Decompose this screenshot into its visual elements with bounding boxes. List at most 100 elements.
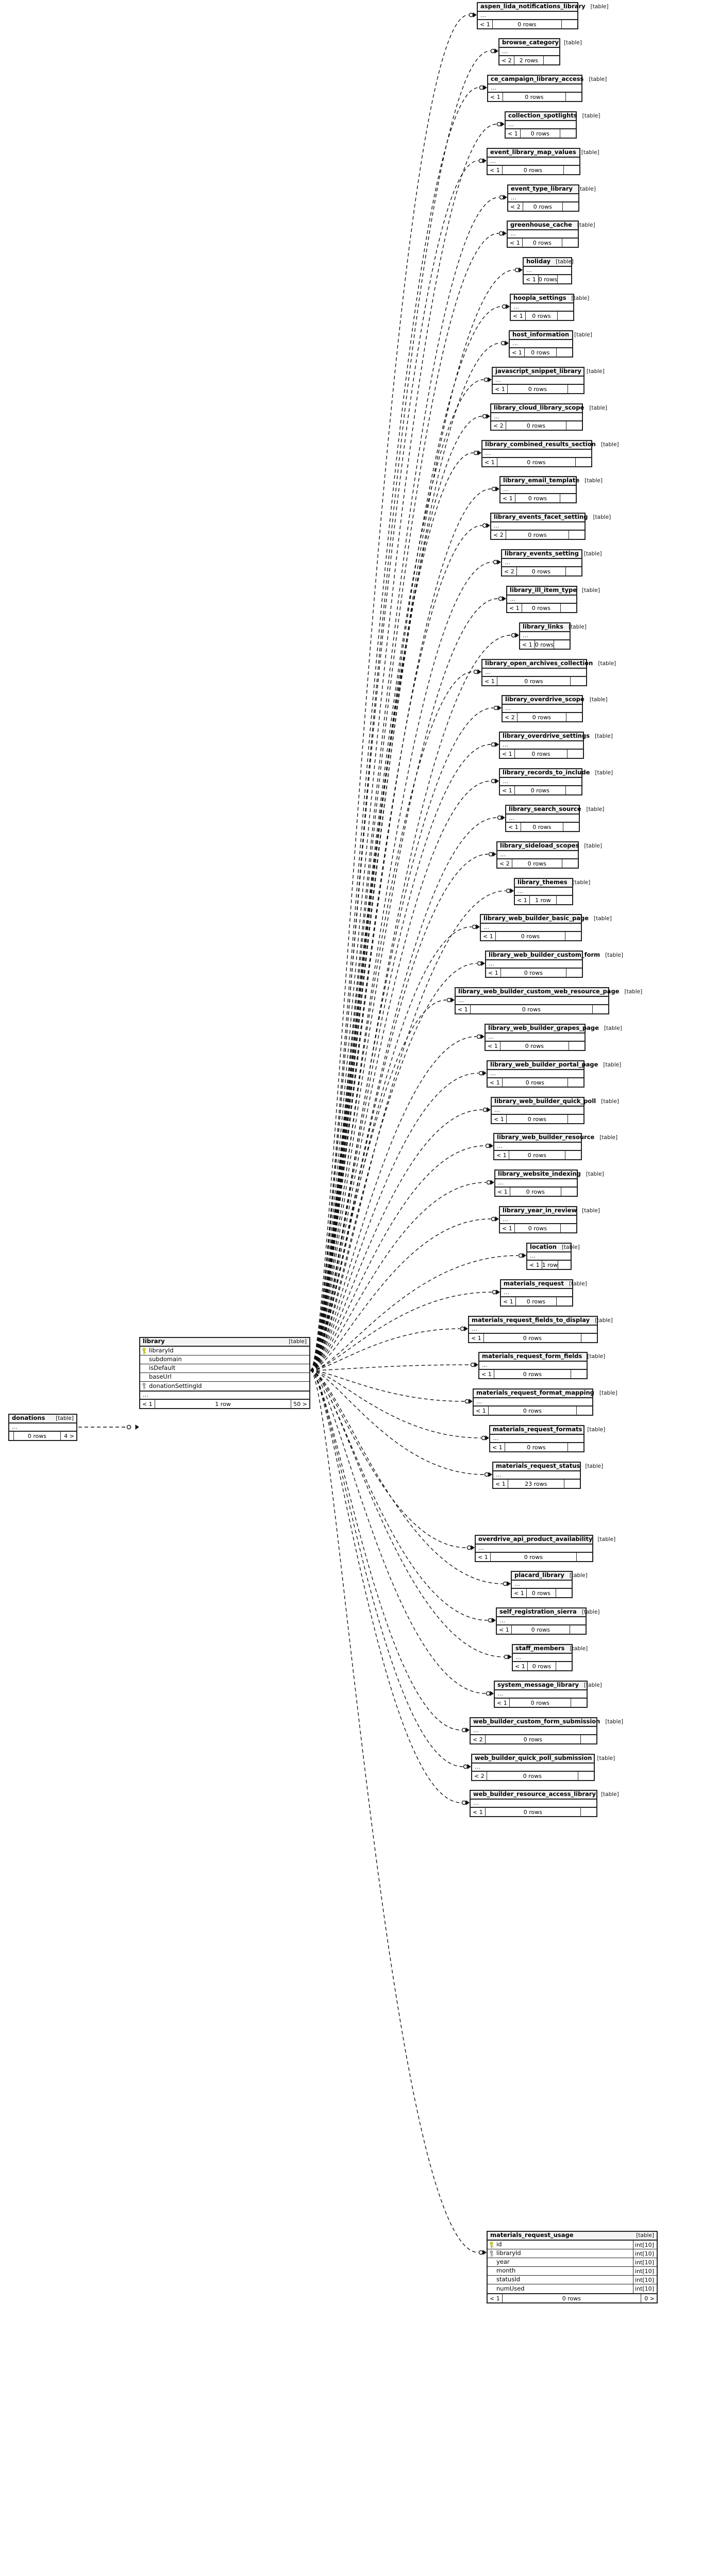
table-row[interactable]: donationSettingId	[140, 1382, 309, 1391]
entity-self-registration-sierra-row-count: 0 rows	[512, 1625, 570, 1634]
entity-library-year-in-review-row-count: 0 rows	[515, 1224, 561, 1232]
column-name: baseUrl	[149, 1373, 172, 1381]
entity-materials-request-status-name: materials_request_status	[496, 1462, 580, 1470]
entity-library-web-builder-quick-poll[interactable]: library_web_builder_quick_poll[table]…< …	[491, 1097, 619, 1124]
entity-library-links-title: library_links[table]	[520, 623, 587, 632]
entity-library-open-archives-collection-row-count: 0 rows	[497, 677, 571, 685]
entity-library-open-archives-collection-parent-count: < 1	[482, 677, 497, 685]
entity-library-year-in-review-child-count	[561, 1224, 576, 1232]
entity-hoopla-settings-name: hoopla_settings	[513, 294, 566, 302]
entity-overdrive-api-product-availability[interactable]: overdrive_api_product_availability[table…	[475, 1535, 615, 1562]
entity-web-builder-quick-poll-submission[interactable]: web_builder_quick_poll_submission[table]…	[471, 1754, 615, 1781]
entity-library-overdrive-scope-more-columns: …	[503, 705, 582, 713]
entity-library-web-builder-custom-form[interactable]: library_web_builder_custom_form[table]…<…	[485, 951, 623, 978]
entity-location-name: location	[530, 1243, 557, 1251]
entity-library-web-builder-resource-row-count: 0 rows	[509, 1151, 565, 1159]
entity-library-web-builder-custom-web-resource-page[interactable]: library_web_builder_custom_web_resource_…	[455, 987, 642, 1014]
entity-library-web-builder-grapes-page-parent-count: < 1	[486, 1042, 500, 1050]
entity-greenhouse-cache-parent-count: < 1	[508, 239, 523, 247]
entity-staff-members-parent-count: < 1	[513, 1662, 528, 1670]
entity-materials-request-format-mapping[interactable]: materials_request_format_mapping[table]……	[473, 1388, 617, 1416]
entity-javascript-snippet-library-type-tag: [table]	[586, 368, 605, 375]
entity-library-ill-item-type-title: library_ill_item_type[table]	[507, 587, 600, 596]
entity-browse-category-row-count: 2 rows	[514, 56, 544, 64]
table-row[interactable]: subdomain	[140, 1355, 309, 1364]
entity-materials-request-form-fields[interactable]: materials_request_form_fields[table]…< 1…	[478, 1352, 605, 1379]
entity-library-combined-results-section[interactable]: library_combined_results_section[table]……	[481, 440, 619, 467]
entity-web-builder-custom-form-submission-child-count	[581, 1735, 596, 1743]
entity-library-web-builder-portal-page[interactable]: library_web_builder_portal_page[table]…<…	[487, 1060, 621, 1088]
entity-event-library-map-values-parent-count: < 1	[488, 166, 503, 174]
entity-overdrive-api-product-availability-type-tag: [table]	[597, 1536, 616, 1543]
entity-library-web-builder-resource-title: library_web_builder_resource[table]	[494, 1134, 617, 1143]
entity-web-builder-custom-form-submission-title: web_builder_custom_form_submission[table…	[471, 1718, 623, 1727]
entity-library-web-builder-grapes-page[interactable]: library_web_builder_grapes_page[table]…<…	[485, 1024, 622, 1051]
entity-materials-request-usage-child-count: 0 >	[644, 2295, 655, 2302]
entity-donations-more-columns: …	[9, 1423, 76, 1432]
entity-materials-request-fields-to-display[interactable]: materials_request_fields_to_display[tabl…	[468, 1316, 613, 1343]
foreign-key-icon	[140, 1383, 148, 1389]
entity-browse-category-more-columns: …	[499, 48, 559, 56]
table-row[interactable]: baseUrl	[140, 1373, 309, 1382]
entity-web-builder-custom-form-submission[interactable]: web_builder_custom_form_submission[table…	[470, 1717, 623, 1744]
table-row[interactable]: isDefault	[140, 1364, 309, 1373]
entity-library-year-in-review-more-columns: …	[500, 1216, 576, 1224]
entity-system-message-library-more-columns: …	[495, 1690, 587, 1699]
table-row[interactable]: libraryId	[140, 1347, 309, 1355]
entity-materials-request-fields-to-display-parent-count: < 1	[469, 1334, 484, 1342]
entity-aspen-lida-notifications-library[interactable]: aspen_lida_notifications_library[table]……	[477, 2, 608, 29]
entity-web-builder-quick-poll-submission-name: web_builder_quick_poll_submission	[475, 1754, 592, 1762]
entity-web-builder-resource-access-library[interactable]: web_builder_resource_access_library[tabl…	[470, 1790, 619, 1817]
entity-holiday-parent-count: < 1	[524, 275, 539, 283]
entity-library-open-archives-collection[interactable]: library_open_archives_collection[table]……	[481, 659, 616, 686]
entity-web-builder-quick-poll-submission-row-count: 0 rows	[487, 1772, 578, 1780]
entity-materials-request-formats-child-count	[568, 1443, 583, 1451]
entity-library-web-builder-basic-page[interactable]: library_web_builder_basic_page[table]…< …	[480, 914, 612, 941]
